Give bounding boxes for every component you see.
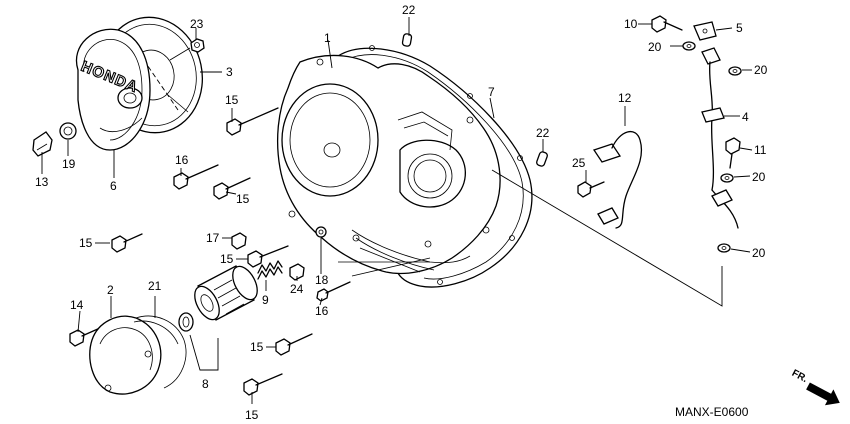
callout-22-upper: 22 xyxy=(402,3,416,17)
part-13-plug xyxy=(32,131,53,157)
callout-14: 14 xyxy=(70,298,84,312)
callout-2: 2 xyxy=(107,283,114,297)
callout-22-lower: 22 xyxy=(536,126,550,140)
part-20-washer-a xyxy=(682,41,696,51)
bolt-15-bottom-mid xyxy=(275,333,313,356)
callout-8: 8 xyxy=(202,377,209,391)
callout-6: 6 xyxy=(110,179,117,193)
part-8-oil-filter xyxy=(194,265,258,321)
callout-15-left: 15 xyxy=(79,236,93,250)
leader-lines xyxy=(41,17,753,404)
callout-11: 11 xyxy=(754,143,767,157)
callout-3: 3 xyxy=(226,65,233,79)
part-9-spring xyxy=(257,260,283,280)
callout-17: 17 xyxy=(206,231,220,245)
callout-24: 24 xyxy=(290,282,304,296)
part-8-filter-o-ring xyxy=(178,312,194,332)
arrow-icon xyxy=(806,382,840,406)
callout-21: 21 xyxy=(148,279,162,293)
part-25-bolt xyxy=(577,181,605,198)
bolt-16-lower xyxy=(316,281,351,302)
bolt-16-upper xyxy=(173,164,219,190)
diagram-code: MANX-E0600 xyxy=(675,405,749,419)
bolt-15-bottom xyxy=(243,373,283,396)
part-2-filter-cover xyxy=(89,315,162,395)
part-23-nut xyxy=(190,38,205,53)
part-21-cover-gasket xyxy=(133,315,187,389)
callout-7: 7 xyxy=(488,85,495,99)
bolt-24 xyxy=(289,263,305,281)
callout-15-upper: 15 xyxy=(225,93,239,107)
callout-15-mid: 15 xyxy=(236,192,250,206)
bolt-15-mid xyxy=(213,177,251,200)
part-22-dowel-pin-lower xyxy=(536,151,548,167)
bolt-15-spring xyxy=(247,245,289,268)
callout-15-bottom-mid: 15 xyxy=(250,340,264,354)
fr-label: FR. xyxy=(790,368,810,385)
part-5-clamp xyxy=(693,21,717,41)
callout-13: 13 xyxy=(35,175,49,189)
part-6-outer-cover: HONDA xyxy=(75,28,151,151)
part-11-bolt xyxy=(725,137,741,169)
part-19-o-ring xyxy=(59,122,77,140)
part-20-washer-d xyxy=(717,243,731,253)
part-22-dowel-pin-upper xyxy=(401,33,413,47)
bolt-15-left xyxy=(111,233,143,253)
callout-15-spring: 15 xyxy=(220,252,234,266)
callout-20-b: 20 xyxy=(754,63,768,77)
callout-16-lower: 16 xyxy=(315,304,329,318)
callout-23: 23 xyxy=(190,17,204,31)
front-direction-arrow: FR. xyxy=(790,368,840,406)
callout-labels: 23 3 13 19 6 1 22 7 22 15 16 15 15 17 15… xyxy=(35,3,768,422)
callout-20-d: 20 xyxy=(752,246,766,260)
callout-20-c: 20 xyxy=(752,170,766,184)
callout-9: 9 xyxy=(262,293,269,307)
callout-4: 4 xyxy=(742,110,749,124)
callout-19: 19 xyxy=(62,157,76,171)
callout-20-a: 20 xyxy=(648,40,662,54)
part-12-switch-harness xyxy=(592,130,643,229)
callout-15-bottom: 15 xyxy=(245,408,259,422)
part-8-bracket xyxy=(189,334,219,371)
part-4-sensor-harness xyxy=(701,47,739,229)
callout-12: 12 xyxy=(618,91,632,105)
callout-10: 10 xyxy=(624,17,638,31)
part-7-gasket xyxy=(337,45,533,288)
callout-25: 25 xyxy=(572,156,586,170)
bolt-15-upper xyxy=(226,107,279,136)
callout-16-upper: 16 xyxy=(175,153,189,167)
callout-1: 1 xyxy=(324,31,331,45)
part-20-washer-b xyxy=(728,66,742,76)
bolt-17 xyxy=(231,232,247,250)
part-1-crankcase-cover xyxy=(276,54,501,277)
reference-line xyxy=(491,169,723,307)
part-20-washer-c xyxy=(720,173,734,183)
callout-18: 18 xyxy=(315,273,329,287)
washer-18 xyxy=(315,226,327,238)
callout-5: 5 xyxy=(736,21,743,35)
part-10-bolt xyxy=(651,15,683,33)
